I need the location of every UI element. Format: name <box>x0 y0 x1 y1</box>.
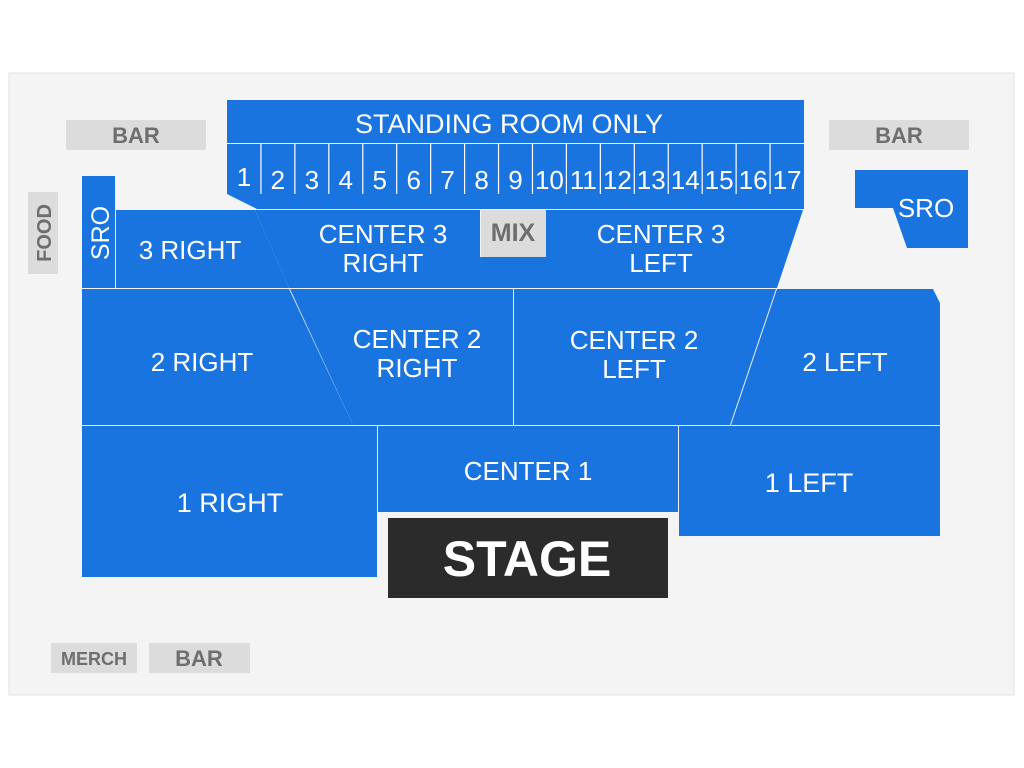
svg-text:CENTER 1: CENTER 1 <box>464 456 593 486</box>
rail-cell-6[interactable]: 6 <box>396 144 421 195</box>
section-center-3-right[interactable]: CENTER 3 RIGHT <box>255 210 513 288</box>
rail-cell-17[interactable]: 17 <box>769 144 802 195</box>
svg-text:RIGHT: RIGHT <box>343 248 424 278</box>
svg-text:BAR: BAR <box>112 123 160 148</box>
rail-cell-12[interactable]: 12 <box>599 144 632 195</box>
section-3-right[interactable]: 3 RIGHT <box>116 210 289 288</box>
svg-text:3 RIGHT: 3 RIGHT <box>139 235 242 265</box>
rail-number: 9 <box>508 165 522 195</box>
svg-text:BAR: BAR <box>875 123 923 148</box>
rail-background <box>227 144 804 209</box>
section-2-left[interactable]: 2 LEFT <box>731 289 940 425</box>
section-sro-left[interactable]: SRO <box>82 176 115 288</box>
section-2-right[interactable]: 2 RIGHT <box>82 289 353 425</box>
svg-text:SRO: SRO <box>87 206 115 260</box>
bar-top-right: BAR <box>829 120 969 150</box>
rail-number: 11 <box>570 165 597 195</box>
rail-number: 12 <box>603 165 632 195</box>
svg-text:CENTER 3: CENTER 3 <box>597 219 726 249</box>
section-center-1[interactable]: CENTER 1 <box>378 426 678 512</box>
svg-text:MERCH: MERCH <box>61 649 127 669</box>
svg-text:CENTER 2: CENTER 2 <box>353 324 482 354</box>
rail-cell-3[interactable]: 3 <box>294 144 319 195</box>
rail-number: 15 <box>705 165 734 195</box>
rail-cell-4[interactable]: 4 <box>328 144 353 195</box>
rail-cell-13[interactable]: 13 <box>633 144 666 195</box>
svg-text:STAGE: STAGE <box>443 531 612 587</box>
food-stand: FOOD <box>28 192 58 274</box>
section-center-3-left[interactable]: CENTER 3 LEFT <box>513 210 803 288</box>
svg-text:RIGHT: RIGHT <box>377 353 458 383</box>
rail-number: 4 <box>339 165 353 195</box>
svg-text:2 LEFT: 2 LEFT <box>802 347 887 377</box>
svg-text:BAR: BAR <box>175 646 223 671</box>
svg-text:MIX: MIX <box>491 219 536 247</box>
svg-text:CENTER 3: CENTER 3 <box>319 219 448 249</box>
rail-number: 16 <box>739 165 768 195</box>
rail-number: 8 <box>474 165 488 195</box>
section-center-2-right[interactable]: CENTER 2 RIGHT <box>290 289 513 425</box>
rail-cell-2[interactable]: 2 <box>260 144 285 195</box>
svg-text:CENTER 2: CENTER 2 <box>570 325 699 355</box>
section-1-right[interactable]: 1 RIGHT <box>82 426 377 577</box>
rail-cell-10[interactable]: 10 <box>531 144 564 195</box>
rail-cell-16[interactable]: 16 <box>735 144 768 195</box>
rail-number: 13 <box>637 165 666 195</box>
rail-number: 1 <box>237 162 251 192</box>
section-center-2-left[interactable]: CENTER 2 LEFT <box>514 289 776 425</box>
svg-text:2 RIGHT: 2 RIGHT <box>151 347 254 377</box>
section-1-left[interactable]: 1 LEFT <box>679 426 940 536</box>
rail-cell-14[interactable]: 14 <box>667 144 700 195</box>
rail-cell-5[interactable]: 5 <box>362 144 387 195</box>
bar-bottom: BAR <box>149 643 250 673</box>
section-standing-room-only[interactable]: STANDING ROOM ONLY <box>227 100 804 143</box>
rail-number: 2 <box>271 165 285 195</box>
rail-number: 3 <box>305 165 319 195</box>
svg-text:STANDING ROOM ONLY: STANDING ROOM ONLY <box>355 109 663 139</box>
rail-number: 7 <box>440 165 454 195</box>
stage: STAGE <box>388 518 668 598</box>
svg-text:1 RIGHT: 1 RIGHT <box>177 488 284 518</box>
rail-number: 5 <box>373 165 387 195</box>
rail-number: 17 <box>773 165 802 195</box>
svg-text:LEFT: LEFT <box>629 248 693 278</box>
rail-number: 10 <box>535 165 564 195</box>
svg-text:LEFT: LEFT <box>602 354 666 384</box>
svg-text:1 LEFT: 1 LEFT <box>765 468 854 498</box>
rail-cell-1[interactable]: 1 <box>237 162 251 192</box>
section-sro-right[interactable]: SRO <box>855 170 968 248</box>
rail-cell-11[interactable]: 11 <box>565 144 597 195</box>
rail-cell-8[interactable]: 8 <box>463 144 489 195</box>
mix-booth: MIX <box>481 210 546 257</box>
rail-number: 14 <box>671 165 700 195</box>
rail-number: 6 <box>406 165 420 195</box>
merch-stand: MERCH <box>51 643 137 673</box>
svg-text:SRO: SRO <box>898 193 954 223</box>
rail-cell-7[interactable]: 7 <box>430 144 455 195</box>
svg-text:FOOD: FOOD <box>34 204 56 262</box>
rail-cell-9[interactable]: 9 <box>497 144 523 195</box>
rail-cell-15[interactable]: 15 <box>701 144 734 195</box>
bar-top-left: BAR <box>66 120 206 150</box>
